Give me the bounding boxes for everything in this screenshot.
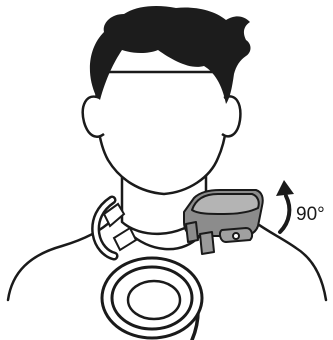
left-earcup xyxy=(100,256,204,340)
headphones-left xyxy=(91,195,204,340)
right-earcup-rotated xyxy=(183,189,264,255)
curved-up-arrow-icon xyxy=(276,180,294,234)
right-ear xyxy=(221,95,242,138)
hair xyxy=(89,6,251,104)
right-shoulder-line xyxy=(250,218,328,302)
face-outline xyxy=(95,70,230,196)
left-ear xyxy=(81,95,105,138)
head xyxy=(81,70,242,196)
rotation-angle-label: 90° xyxy=(296,204,325,225)
